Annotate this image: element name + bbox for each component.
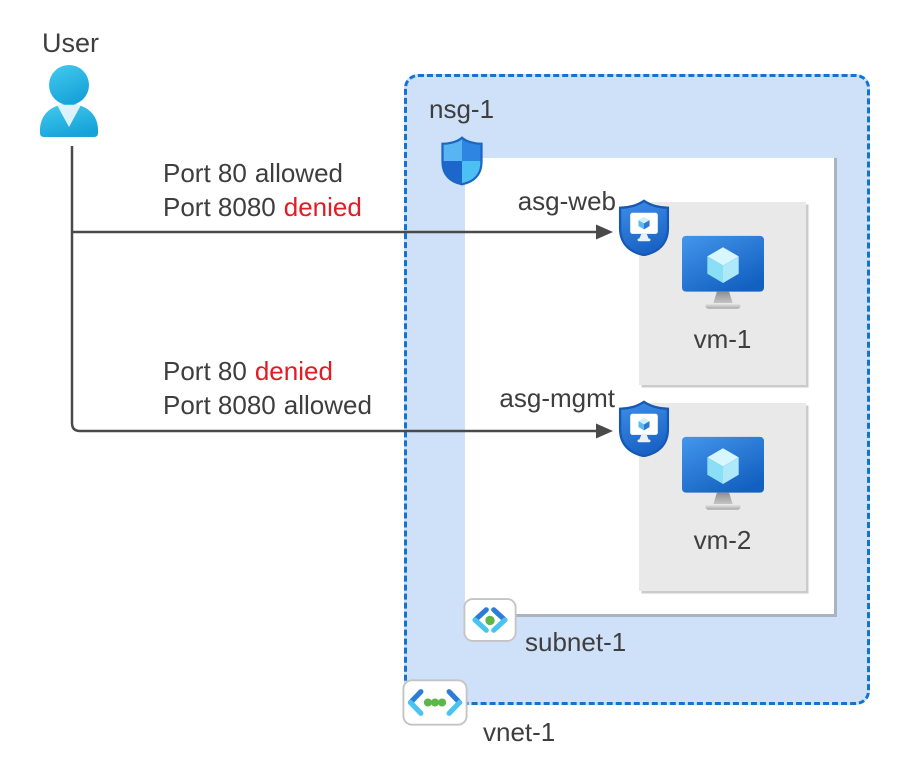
asg-web-label: asg-web <box>517 186 616 216</box>
asg-mgmt-label: asg-mgmt <box>499 383 615 413</box>
virtual-machine-icon <box>681 235 764 309</box>
port-rule-port: Port 8080 <box>163 390 276 420</box>
port-rule-port: Port 80 <box>163 158 247 188</box>
nsg-label: nsg-1 <box>429 94 495 124</box>
vm2-box: vm-2 <box>639 403 806 591</box>
port-rule-status: denied <box>254 356 333 386</box>
subnet-icon <box>463 598 517 642</box>
vm2-label: vm-2 <box>693 525 752 555</box>
port-rule-status: allowed <box>283 390 372 420</box>
asg-shield-icon <box>618 400 670 457</box>
port-rule-port: Port 80 <box>163 356 247 386</box>
virtual-machine-icon <box>681 436 764 510</box>
vm1-label: vm-1 <box>693 324 752 354</box>
port-rule-status: denied <box>283 192 362 222</box>
virtual-network-icon <box>402 679 468 726</box>
user-label: User <box>42 28 100 58</box>
nsg-shield-icon <box>441 136 483 186</box>
asg-shield-icon <box>618 199 670 256</box>
subnet-label: subnet-1 <box>525 627 627 657</box>
user-icon <box>40 65 98 137</box>
vnet-label: vnet-1 <box>483 717 556 747</box>
port-rule-status: allowed <box>254 158 343 188</box>
port-rule-port: Port 8080 <box>163 192 276 222</box>
